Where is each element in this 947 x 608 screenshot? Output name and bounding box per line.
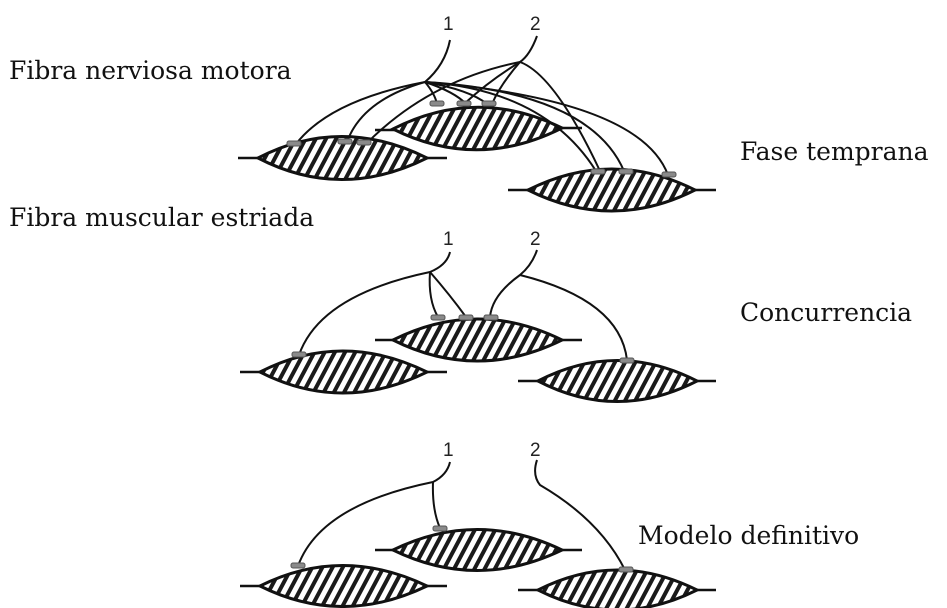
neuron-1-label: 1 [443,14,454,35]
panel-early: 1 2 [238,14,716,211]
muscle-fiber-label: Fibra muscular estriada [9,203,314,232]
stage-early-label: Fase temprana [740,137,929,166]
neuron-1-label: 1 [443,229,454,250]
muscle-fiber-right [508,169,716,211]
panel-competition: 1 2 [240,229,716,402]
muscle-fiber-center [375,107,582,150]
muscle-fiber-left [240,566,447,607]
muscle-fiber-left [240,351,447,393]
muscle-fiber-center [375,319,582,361]
muscle-fiber-center [375,530,582,571]
muscle-fiber-right [518,570,716,608]
neuron-2-label: 2 [530,440,541,461]
motor-fiber-label: Fibra nerviosa motora [9,56,292,85]
neuron-2-label: 2 [530,14,541,35]
neuron-2-label: 2 [530,229,541,250]
muscle-fiber-right [518,361,716,402]
neuron-1-label: 1 [443,440,454,461]
stage-competition-label: Concurrencia [740,298,912,327]
stage-final-label: Modelo definitivo [638,521,859,550]
